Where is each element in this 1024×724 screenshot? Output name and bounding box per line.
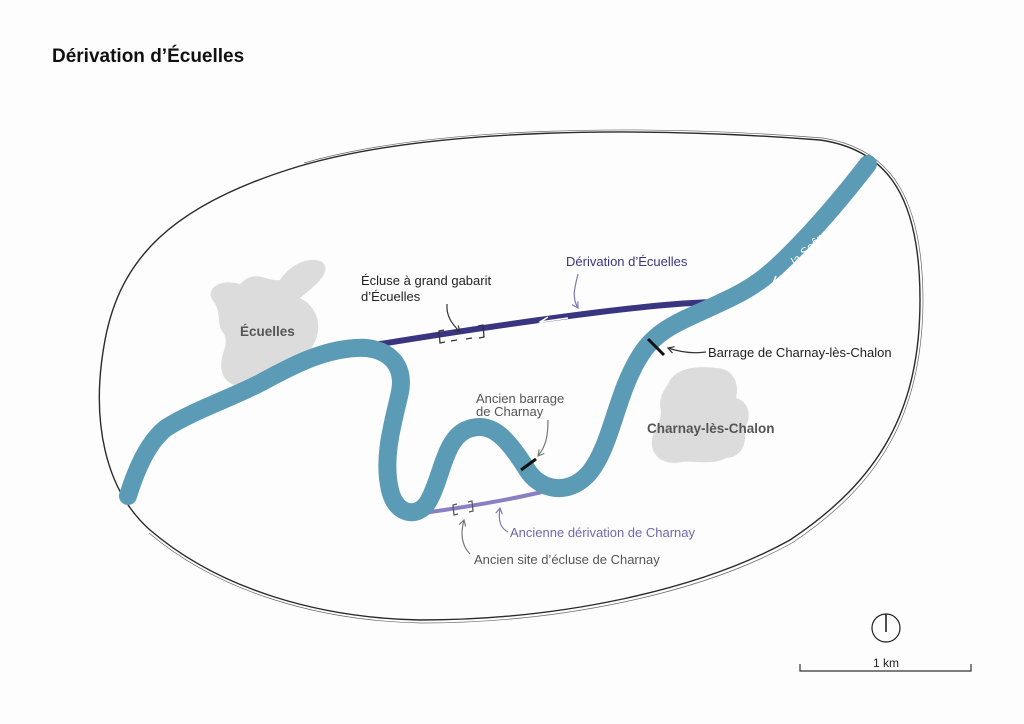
river-saone [119, 155, 877, 522]
label-ancien-barrage-line1: Ancien barrage [476, 391, 564, 406]
town-label-ecuelles: Écuelles [240, 324, 295, 339]
canal-flow-arrow [538, 316, 569, 327]
label-barrage-charnay-les-chalon: Barrage de Charnay-lès-Chalon [708, 345, 892, 360]
arrow-ecluse [446, 303, 461, 333]
scale-label: 1 km [873, 656, 899, 670]
label-derivation-ecuelles: Dérivation d’Écuelles [566, 254, 688, 269]
arrow-barrage-charnay-les-chalon [666, 346, 707, 354]
arrow-ancien-site-ecluse [458, 518, 471, 555]
label-ancienne-derivation: Ancienne dérivation de Charnay [510, 525, 696, 540]
label-ancien-barrage-line2: de Charnay [476, 404, 544, 419]
north-arrow-icon [871, 613, 901, 643]
arrow-ancienne-derivation [495, 506, 509, 533]
ancien-site-ecluse-mark [452, 500, 474, 516]
canal-derivation-ecuelles [353, 299, 725, 351]
ancien-barrage-charnay-mark [520, 457, 537, 472]
town-label-charnay: Charnay-lès-Chalon [647, 421, 775, 436]
page-title: Dérivation d’Écuelles [52, 46, 245, 67]
map-boundary-stroke-2 [148, 129, 924, 624]
map-boundary [98, 131, 921, 621]
scale-bar [799, 664, 972, 672]
arrow-ancien-barrage [537, 419, 549, 457]
town-area-charnay [651, 367, 749, 463]
barrage-charnay-les-chalon-mark [646, 337, 666, 357]
label-ancien-site-ecluse: Ancien site d’écluse de Charnay [474, 552, 660, 567]
ecluse-ecuelles-mark [438, 324, 485, 344]
river-flow-arrow [770, 271, 791, 287]
label-ecluse-line2: d’Écuelles [361, 289, 421, 304]
label-ecluse-line1: Écluse à grand gabarit [361, 273, 491, 288]
arrow-derivation-ecuelles [571, 273, 579, 310]
